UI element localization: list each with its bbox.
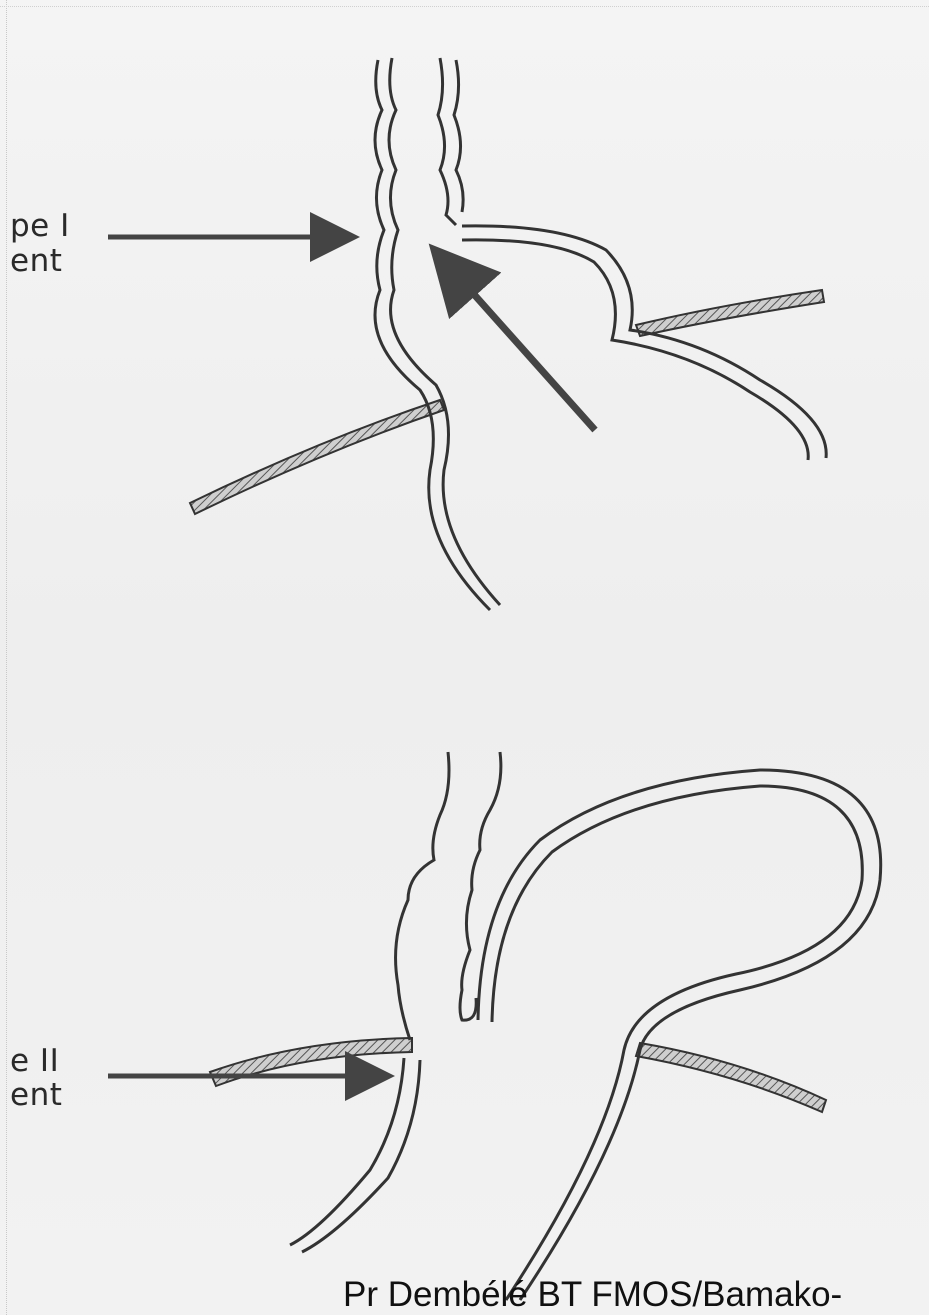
type-1-diagram [108, 58, 826, 610]
diaphragm-left-top [190, 400, 444, 514]
junction-arrow-top [438, 254, 595, 430]
type-2-label-line-1: e II [10, 1046, 59, 1077]
esophagus-walls-bottom [290, 752, 501, 1252]
esophagus-right-wall-top [438, 58, 463, 225]
diaphragm-right-top [636, 290, 824, 336]
author-credit: Pr Dembélé BT FMOS/Bamako- [343, 1277, 842, 1313]
stomach-loop-bottom [478, 770, 881, 1300]
esophagus-left-wall-top [375, 58, 500, 610]
type-1-label-line-2: ent [10, 246, 62, 277]
type-2-label-line-2: ent [10, 1080, 62, 1111]
diaphragm-right-bottom [636, 1043, 826, 1112]
type-2-diagram [108, 752, 881, 1300]
diaphragm-left-bottom [210, 1038, 412, 1086]
type-1-label-line-1: pe I [10, 211, 70, 242]
